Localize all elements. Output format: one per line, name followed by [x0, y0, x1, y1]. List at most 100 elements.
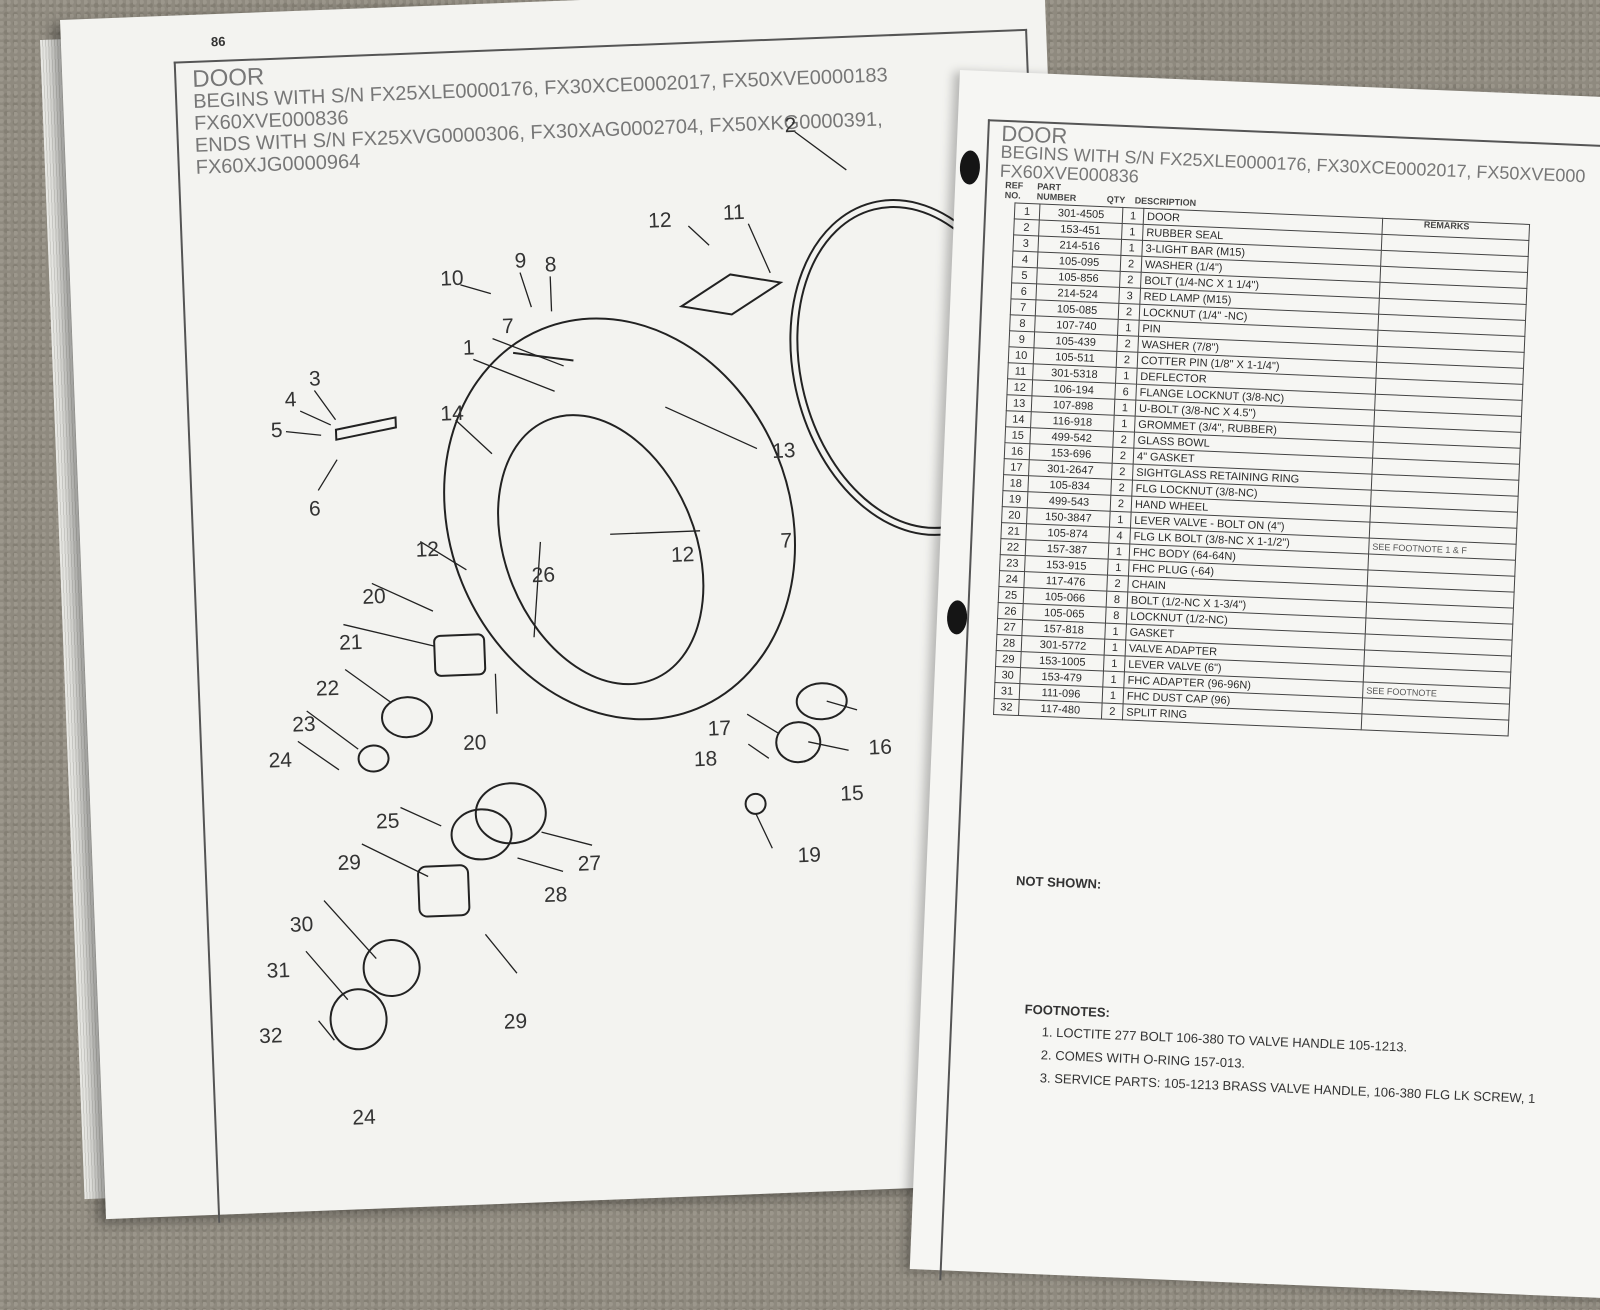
valve-adapter	[450, 808, 513, 861]
cell-ref: 17	[1003, 458, 1030, 476]
door-body	[443, 317, 796, 721]
cell-ref: 28	[996, 634, 1022, 652]
callout-7: 7	[502, 315, 515, 338]
callout-21: 21	[339, 631, 363, 655]
cell-ref: 29	[995, 650, 1022, 668]
callout-2: 2	[784, 114, 797, 137]
gasket-4in	[795, 682, 848, 721]
callout-29: 29	[337, 851, 361, 875]
hand-wheel	[744, 792, 767, 815]
cell-qty: 1	[1104, 639, 1126, 656]
callout-8: 8	[544, 253, 557, 276]
cell-ref: 1	[1014, 202, 1040, 220]
cell-ref: 31	[994, 682, 1020, 700]
fhc-plug	[357, 744, 390, 773]
cell-qty: 1	[1122, 207, 1144, 225]
cell-qty: 2	[1118, 303, 1140, 321]
cell-ref: 25	[998, 586, 1024, 604]
callout-12b: 12	[415, 538, 439, 562]
part-header-2: NUMBER	[1036, 191, 1077, 203]
door-face	[497, 414, 705, 686]
qty-header: QTY	[1106, 194, 1126, 206]
callout-10: 10	[440, 267, 464, 291]
callout-25: 25	[376, 810, 400, 834]
callout-17: 17	[707, 717, 731, 741]
callout-31: 31	[266, 959, 290, 983]
cell-qty: 2	[1106, 575, 1129, 592]
callout-6: 6	[309, 497, 322, 520]
callout-4: 4	[284, 388, 297, 411]
callout-11: 11	[722, 201, 745, 225]
callout-26: 26	[531, 563, 555, 587]
callout-3: 3	[309, 367, 322, 390]
cell-ref: 7	[1010, 298, 1036, 316]
callout-20b: 20	[463, 731, 487, 755]
callout-23: 23	[292, 713, 316, 737]
cell-pn: 117-480	[1018, 699, 1103, 719]
callout-22: 22	[315, 677, 339, 701]
callout-32: 32	[259, 1024, 283, 1048]
callout-28: 28	[544, 883, 568, 907]
binder-hole-top	[959, 150, 981, 185]
cell-ref: 30	[994, 666, 1021, 684]
cell-qty: 8	[1105, 607, 1128, 624]
cell-ref: 9	[1008, 330, 1035, 348]
cell-ref: 19	[1002, 490, 1028, 508]
cell-qty: 2	[1110, 495, 1132, 513]
pin	[512, 351, 574, 362]
cell-qty: 1	[1114, 399, 1136, 417]
callout-18: 18	[693, 747, 717, 771]
right-page: DOOR BEGINS WITH S/N FX25XLE0000176, FX3…	[909, 70, 1600, 1310]
callout-12: 12	[648, 209, 672, 233]
callout-15: 15	[840, 782, 864, 806]
fhc-adapter	[362, 938, 421, 997]
cell-ref: 13	[1006, 394, 1032, 412]
lever-valve-6in	[417, 864, 471, 918]
cell-qty: 1	[1102, 687, 1124, 704]
cell-qty: 2	[1101, 703, 1124, 720]
cell-ref: 14	[1005, 410, 1032, 428]
callout-12c: 12	[671, 543, 695, 567]
cell-ref: 26	[997, 602, 1024, 620]
cell-qty: 1	[1103, 655, 1126, 672]
glass-bowl	[775, 721, 822, 764]
cell-qty: 1	[1117, 319, 1140, 337]
cell-qty: 1	[1107, 559, 1130, 576]
exploded-parts-diagram: 2 12 11 10 9 8 7 1 3 4 5 6 14 13 7 12 20…	[259, 114, 1039, 1130]
cell-qty: 1	[1109, 511, 1132, 529]
gasket	[474, 782, 547, 845]
cell-ref: 20	[1001, 506, 1028, 524]
cell-qty: 6	[1114, 383, 1137, 401]
cell-qty: 1	[1113, 415, 1136, 433]
callout-16: 16	[868, 736, 892, 760]
cell-qty: 3	[1118, 287, 1141, 305]
cell-qty: 2	[1112, 431, 1135, 449]
cell-ref: 4	[1012, 250, 1038, 268]
cell-ref: 10	[1008, 346, 1034, 364]
callout-19: 19	[797, 843, 821, 867]
cell-qty: 2	[1120, 255, 1142, 273]
callout-24b: 24	[352, 1106, 377, 1130]
cell-qty: 1	[1121, 223, 1144, 241]
cell-ref: 16	[1004, 442, 1030, 460]
page-number: 86	[210, 33, 226, 50]
callout-24: 24	[268, 749, 293, 773]
lever-valve-4in	[433, 633, 487, 677]
cell-ref: 23	[999, 554, 1026, 572]
cell-ref: 12	[1006, 378, 1033, 396]
callout-5: 5	[270, 419, 283, 442]
callout-29b: 29	[503, 1010, 527, 1034]
cell-qty: 1	[1108, 543, 1130, 561]
cell-ref: 8	[1009, 314, 1036, 332]
fhc-body	[381, 696, 434, 739]
cell-ref: 6	[1010, 282, 1037, 300]
cell-qty: 2	[1116, 351, 1138, 369]
cell-qty: 1	[1102, 671, 1125, 688]
cell-qty: 4	[1108, 527, 1131, 545]
cell-ref: 3	[1012, 234, 1039, 252]
cell-ref: 18	[1002, 474, 1029, 492]
callout-20: 20	[362, 585, 386, 609]
cell-qty: 2	[1110, 479, 1133, 497]
callout-30: 30	[289, 913, 313, 937]
